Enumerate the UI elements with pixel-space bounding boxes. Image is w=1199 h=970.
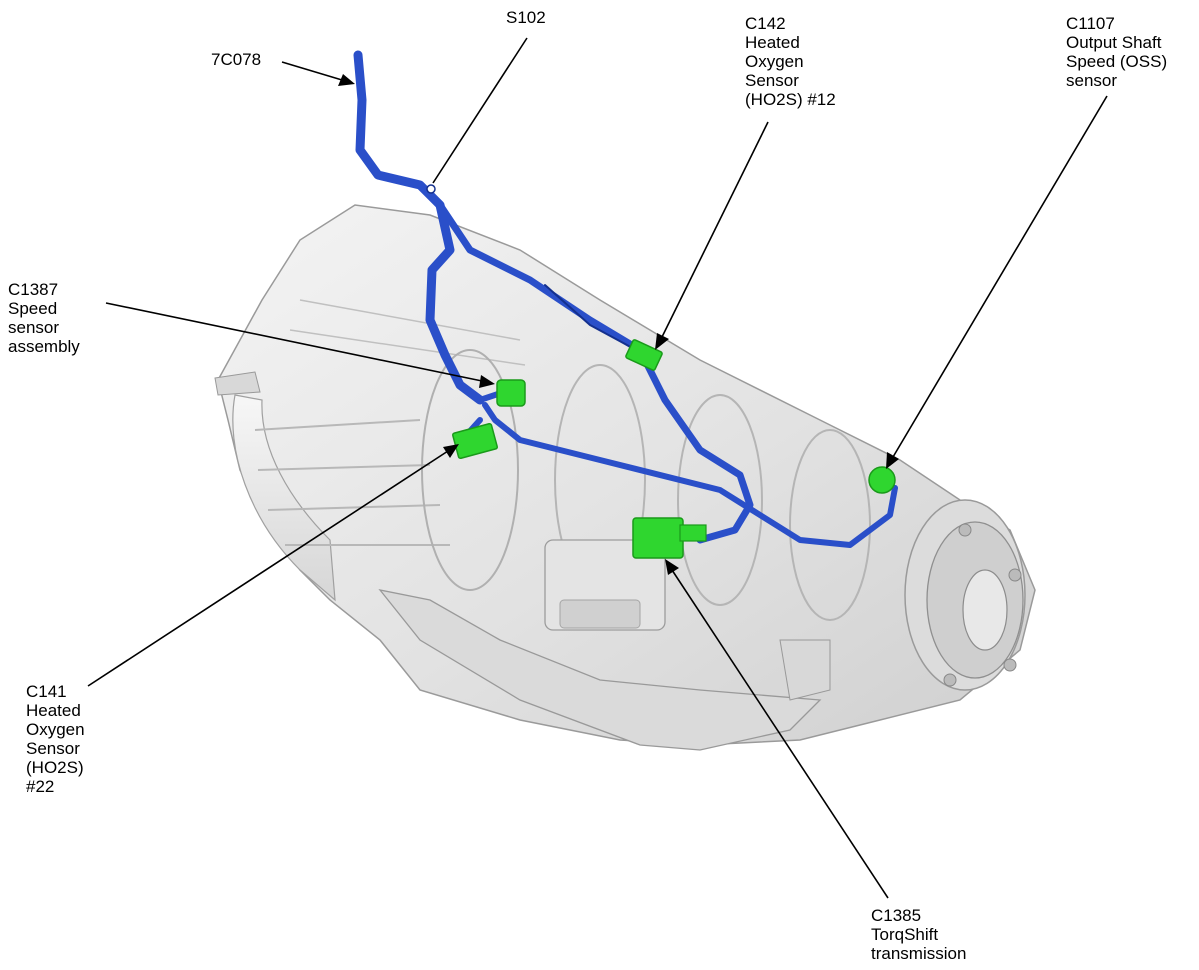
callout-c142-line5: (HO2S) #12: [745, 90, 836, 109]
transmission-housing: [214, 204, 1036, 751]
callout-c1387-line2: Speed: [8, 299, 58, 318]
callout-c1107-line3: Speed (OSS): [1066, 52, 1168, 71]
callout-c141-line1: C141: [26, 682, 67, 701]
callout-c142: C142 Heated Oxygen Sensor (HO2S) #12: [745, 14, 836, 109]
callout-c141-line6: #22: [26, 777, 55, 796]
callout-c142-line3: Oxygen: [745, 52, 804, 71]
callout-c1387-line3: sensor: [8, 318, 60, 337]
harness-main-trunk: [353, 50, 485, 405]
callout-c1387-line4: assembly: [8, 337, 80, 356]
bell-housing: [217, 204, 1036, 746]
splice-s102: [426, 184, 436, 194]
callout-c1385: C1385 TorqShift transmission: [871, 906, 966, 963]
callout-s102: S102: [506, 8, 546, 27]
callout-7c078-line1: 7C078: [211, 50, 262, 69]
callout-c1107-line4: sensor: [1066, 71, 1118, 90]
harness-branch-upper: [436, 201, 754, 544]
leader-lines: [87, 37, 1108, 899]
callout-7c078: 7C078: [211, 50, 261, 69]
callout-c1387-line1: C1387: [8, 280, 59, 299]
callout-c1107-line2: Output Shaft: [1066, 33, 1162, 52]
callout-c1385-line3: transmission: [871, 944, 967, 963]
callout-c141-line2: Heated: [26, 701, 81, 720]
callout-c141-line3: Oxygen: [26, 720, 85, 739]
connector-c1107: [868, 466, 896, 494]
callout-c141-line5: (HO2S): [26, 758, 84, 777]
connectors: [426, 184, 896, 559]
connector-c1385: [632, 517, 684, 559]
connector-c1387: [496, 379, 526, 407]
callout-c142-line1: C142: [745, 14, 786, 33]
callout-c1107-line1: C1107: [1066, 14, 1115, 33]
harness-branch-lower: [482, 402, 898, 548]
output-flange: [904, 499, 1026, 691]
oil-pan: [378, 589, 822, 751]
callout-c141: C141 Heated Oxygen Sensor (HO2S) #22: [26, 682, 85, 796]
callout-c142-line2: Heated: [745, 33, 800, 52]
callout-c142-line4: Sensor: [745, 71, 799, 90]
callout-c1385-line2: TorqShift: [871, 925, 939, 944]
callout-c1107: C1107 Output Shaft Speed (OSS) sensor: [1066, 14, 1167, 90]
callout-c1387: C1387 Speed sensor assembly: [8, 280, 80, 356]
callout-c1385-line1: C1385: [871, 906, 922, 925]
callout-s102-line1: S102: [506, 8, 546, 27]
callout-c141-line4: Sensor: [26, 739, 80, 758]
connector-c142: [625, 339, 663, 371]
